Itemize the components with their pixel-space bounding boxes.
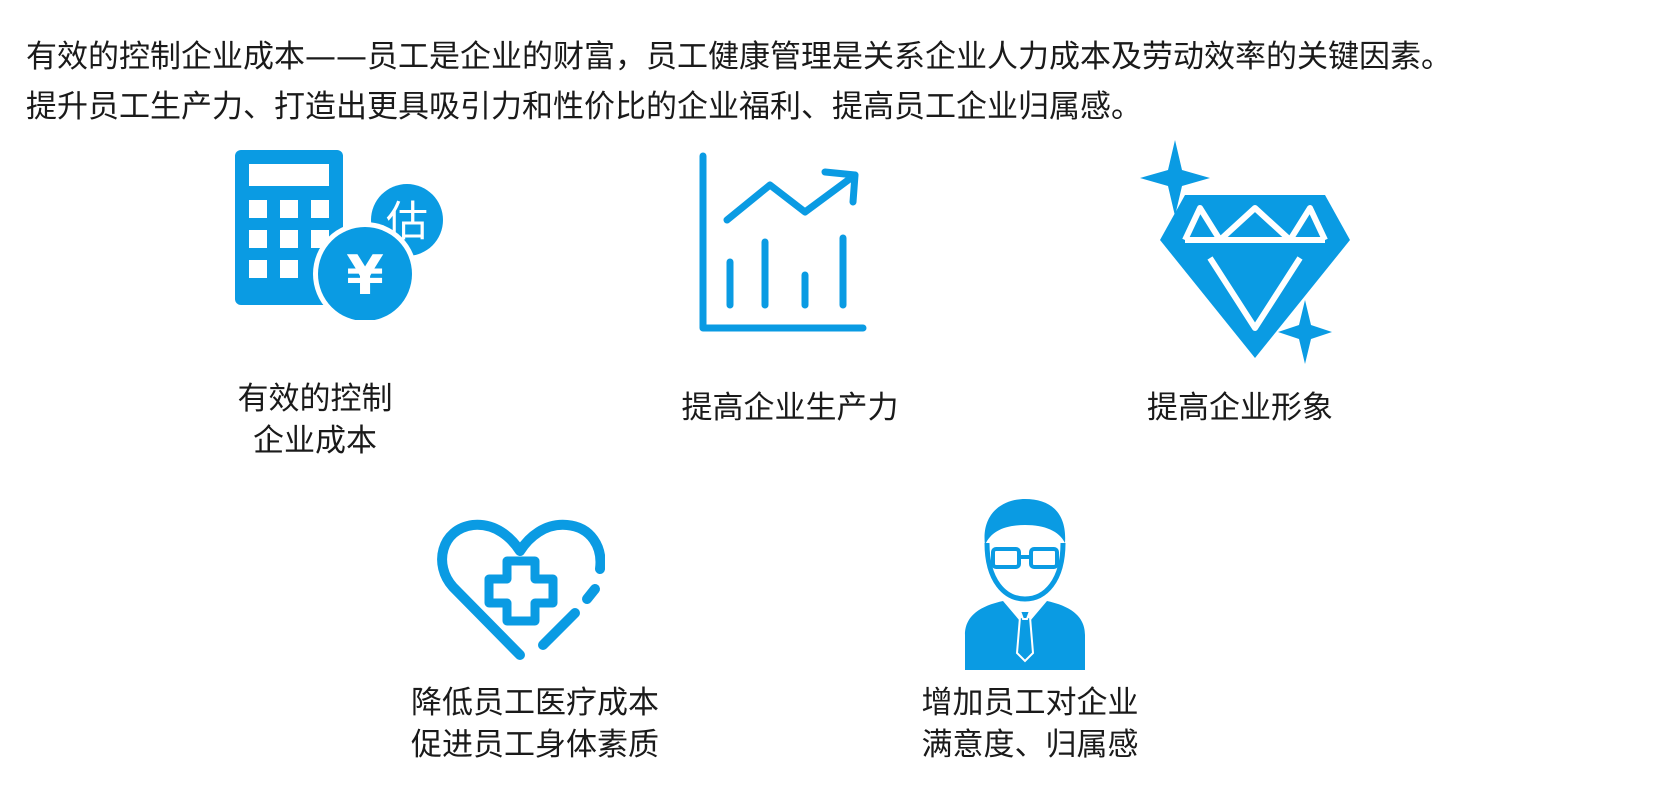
heart-medical-cross-icon	[435, 515, 605, 665]
item-label-cost: 有效的控制 企业成本	[215, 378, 415, 462]
growth-chart-icon	[695, 150, 875, 335]
item-label-satisfaction: 增加员工对企业 满意度、归属感	[895, 682, 1165, 766]
item-label-medical: 降低员工医疗成本 促进员工身体素质	[385, 682, 685, 766]
item-label-image: 提高企业形象	[1115, 387, 1365, 429]
label-line: 有效的控制	[237, 381, 393, 417]
label-line: 提高企业生产力	[681, 390, 899, 426]
intro-line-1: 有效的控制企业成本——员工是企业的财富，员工健康管理是关系企业人力成本及劳动效率…	[26, 39, 1452, 75]
label-line: 满意度、归属感	[921, 727, 1139, 763]
item-label-productivity: 提高企业生产力	[660, 387, 920, 429]
employee-avatar-icon	[963, 495, 1088, 670]
label-line: 增加员工对企业	[921, 685, 1139, 721]
label-line: 企业成本	[253, 423, 377, 459]
diamond-icon	[1140, 140, 1360, 370]
intro-line-2: 提升员工生产力、打造出更具吸引力和性价比的企业福利、提高员工企业归属感。	[26, 89, 1142, 125]
calculator-coins-icon: 估 ¥	[235, 150, 455, 320]
label-line: 提高企业形象	[1147, 390, 1333, 426]
coin-large-glyph: ¥	[346, 244, 384, 307]
label-line: 降低员工医疗成本	[411, 685, 659, 721]
label-line: 促进员工身体素质	[411, 727, 659, 763]
intro-text: 有效的控制企业成本——员工是企业的财富，员工健康管理是关系企业人力成本及劳动效率…	[26, 32, 1656, 132]
